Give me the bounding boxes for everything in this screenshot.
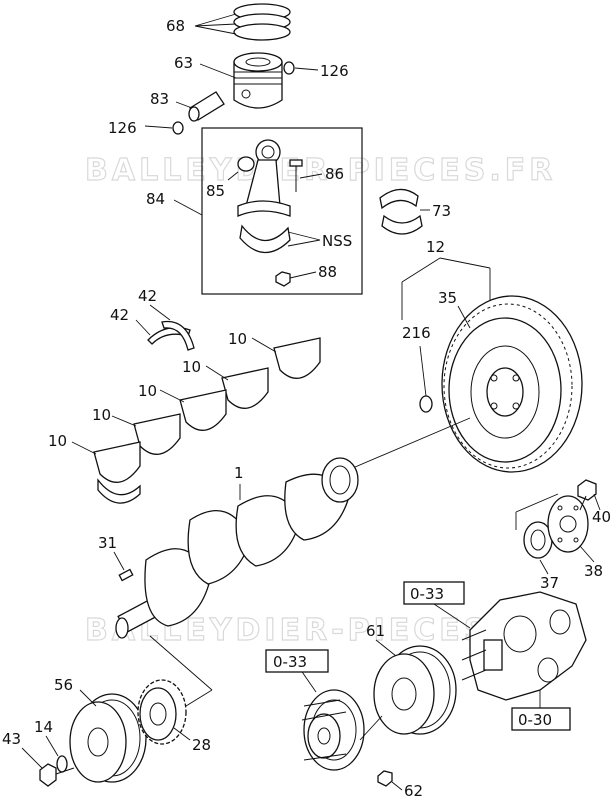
label-216: 216 xyxy=(402,324,431,342)
label-10-b: 10 xyxy=(182,358,201,376)
label-61: 61 xyxy=(366,622,385,640)
connecting-rod-group-box xyxy=(201,127,363,295)
piston xyxy=(233,52,283,109)
label-38: 38 xyxy=(584,562,603,580)
flywheel-plate xyxy=(547,495,589,553)
crank-pulley xyxy=(69,693,147,783)
thrust-washer-b xyxy=(161,320,195,351)
piston-rings xyxy=(233,3,291,41)
label-56: 56 xyxy=(54,676,73,694)
label-68: 68 xyxy=(166,17,185,35)
pump-housing xyxy=(469,591,587,701)
label-10-c: 10 xyxy=(138,382,157,400)
rod-nut xyxy=(275,271,291,287)
label-86: 86 xyxy=(325,165,344,183)
main-bearings xyxy=(93,337,321,504)
label-35: 35 xyxy=(438,289,457,307)
ref-030-text: 0-30 xyxy=(518,711,552,729)
label-40: 40 xyxy=(592,508,611,526)
woodruff-key xyxy=(118,568,134,582)
dowel xyxy=(419,395,433,413)
snap-ring xyxy=(283,61,295,75)
flywheel xyxy=(441,295,583,473)
rod-bolt xyxy=(289,159,303,192)
label-62: 62 xyxy=(404,782,423,800)
label-10-d: 10 xyxy=(92,406,111,424)
label-42-left: 42 xyxy=(110,306,129,324)
label-28: 28 xyxy=(192,736,211,754)
ref-033-lower-text: 0-33 xyxy=(273,653,307,671)
crank-timing-gear xyxy=(137,679,187,745)
conrod-bearings xyxy=(379,188,423,235)
connecting-rod xyxy=(237,139,291,254)
label-31: 31 xyxy=(98,534,117,552)
watermark-top: BALLEYDIER-PIECES.FR xyxy=(85,153,556,188)
label-10-e: 10 xyxy=(48,432,67,450)
label-nss: NSS xyxy=(322,232,352,250)
label-73: 73 xyxy=(432,202,451,220)
label-126-left: 126 xyxy=(108,119,137,137)
label-42-top: 42 xyxy=(138,287,157,305)
label-84: 84 xyxy=(146,190,165,208)
ref-box-033-upper[interactable]: 0-33 xyxy=(403,581,465,605)
label-43: 43 xyxy=(2,730,21,748)
ref-033-upper-text: 0-33 xyxy=(410,585,444,603)
label-37: 37 xyxy=(540,574,559,592)
label-14: 14 xyxy=(34,718,53,736)
label-88: 88 xyxy=(318,263,337,281)
fan-clutch xyxy=(301,689,365,771)
label-12: 12 xyxy=(426,238,445,256)
piston-pin xyxy=(188,91,225,122)
fan-nut xyxy=(377,770,393,787)
label-63: 63 xyxy=(174,54,193,72)
water-pump-pulley xyxy=(373,645,457,735)
crankshaft xyxy=(115,457,359,639)
label-1: 1 xyxy=(234,464,244,482)
label-126-right: 126 xyxy=(320,62,349,80)
label-83: 83 xyxy=(150,90,169,108)
studs xyxy=(461,629,487,681)
pulley-bolt xyxy=(39,763,75,787)
label-10-a: 10 xyxy=(228,330,247,348)
snap-ring-left xyxy=(172,121,184,135)
label-85: 85 xyxy=(206,182,225,200)
pulley-washer xyxy=(56,755,68,773)
ref-box-033-lower[interactable]: 0-33 xyxy=(265,649,329,673)
ref-box-030[interactable]: 0-30 xyxy=(511,707,571,731)
flywheel-bolt xyxy=(577,479,597,511)
